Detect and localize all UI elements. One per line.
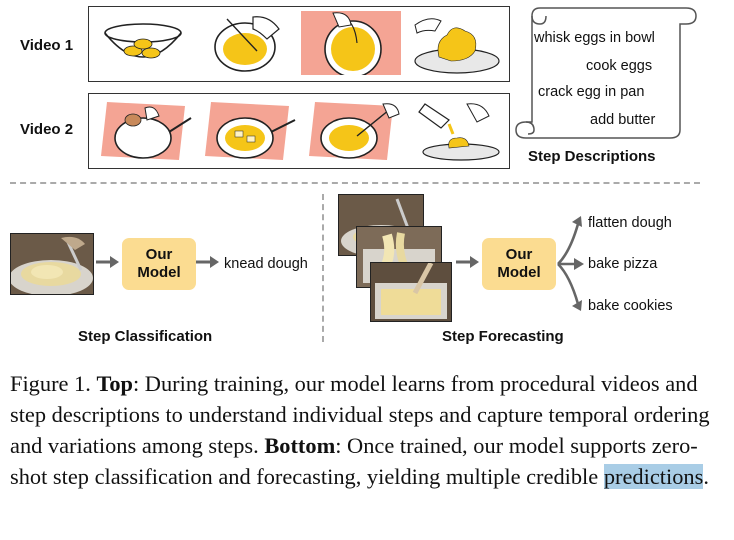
figure-caption: Figure 1. Top: During training, our mode… [10, 368, 726, 492]
caption-highlighted-word: predictions [603, 464, 704, 489]
video-2-frame-4 [418, 103, 500, 161]
video-1-frame-4 [414, 18, 500, 74]
forecast-photo-3 [370, 262, 452, 322]
video-1-frame-1 [104, 23, 182, 59]
step-forecasting-title: Step Forecasting [442, 328, 564, 345]
model-label-line1: Our [145, 246, 173, 263]
step-descriptions-title: Step Descriptions [528, 148, 656, 165]
video-2-label: Video 2 [20, 121, 74, 138]
step-description-4: add butter [590, 112, 656, 128]
video-1-frame-2 [214, 16, 280, 72]
arrow-from-model-left [196, 256, 219, 268]
arrow-to-model-right [456, 256, 479, 268]
forecast-prediction-1: flatten dough [588, 215, 672, 231]
caption-top-label: Top [96, 371, 133, 396]
caption-top-text: : During training, our model learns from… [10, 371, 710, 458]
dough-photo [10, 233, 94, 295]
video-1-label: Video 1 [20, 37, 74, 54]
caption-prefix: Figure 1. [10, 371, 97, 396]
step-description-1: whisk eggs in bowl [534, 30, 655, 46]
forecast-prediction-2: bake pizza [588, 256, 658, 272]
video-1-strip [88, 6, 510, 82]
caption-bottom-label: Bottom [264, 433, 336, 458]
arrow-to-model-left [96, 256, 119, 268]
model-label-line1: Our [505, 246, 533, 263]
classification-output: knead dough [224, 256, 308, 272]
video-2-frame-1 [101, 102, 192, 160]
forecast-branch-arrows [557, 216, 584, 311]
scroll-graphic [515, 7, 697, 139]
video-2-frame-3 [309, 102, 400, 160]
model-label-line2: Model [137, 264, 181, 281]
video-1-frame-3 [301, 11, 401, 75]
caption-bottom-text: : Once trained, our model supports zero-… [10, 433, 698, 489]
vertical-divider [322, 194, 324, 342]
video-2-frame-2 [205, 102, 296, 160]
video-2-strip [88, 93, 510, 169]
caption-end: . [703, 464, 709, 489]
step-description-2: cook eggs [586, 58, 653, 74]
step-description-3: crack egg in pan [538, 84, 645, 100]
forecast-prediction-3: bake cookies [588, 298, 673, 314]
model-label-line2: Model [497, 264, 541, 281]
step-classification-title: Step Classification [78, 328, 213, 345]
horizontal-divider [10, 182, 700, 184]
